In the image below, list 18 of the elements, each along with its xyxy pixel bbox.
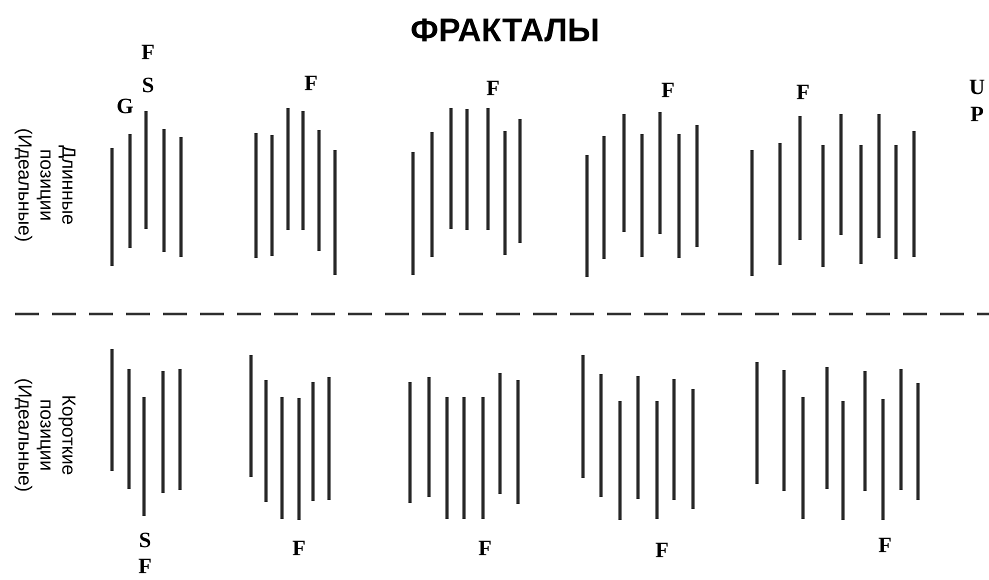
fractal-letter: S [143,78,154,92]
axis-label: Короткие позиции (Идеальные) [14,379,76,491]
fractal-letter: F [486,80,499,96]
fractal-letter: F [292,540,305,556]
fractal-letter: U [970,80,984,94]
fractal-letter: F [142,44,154,60]
fractal-letter: F [662,82,674,98]
axis-label: Длинные позиции (Идеальные) [14,129,76,241]
fractal-letter: F [656,542,668,558]
fractal-letter: G [118,98,133,114]
fractal-letter: F [878,538,891,552]
fractal-letter: S [140,532,150,548]
fractal-letter: F [304,76,317,90]
fractal-letter: P [970,106,984,122]
fractal-letter: F [138,558,151,574]
title: ФРАКТАЛЫ [412,18,598,42]
fractal-letter: F [796,84,809,100]
fractal-letter: F [478,540,491,556]
